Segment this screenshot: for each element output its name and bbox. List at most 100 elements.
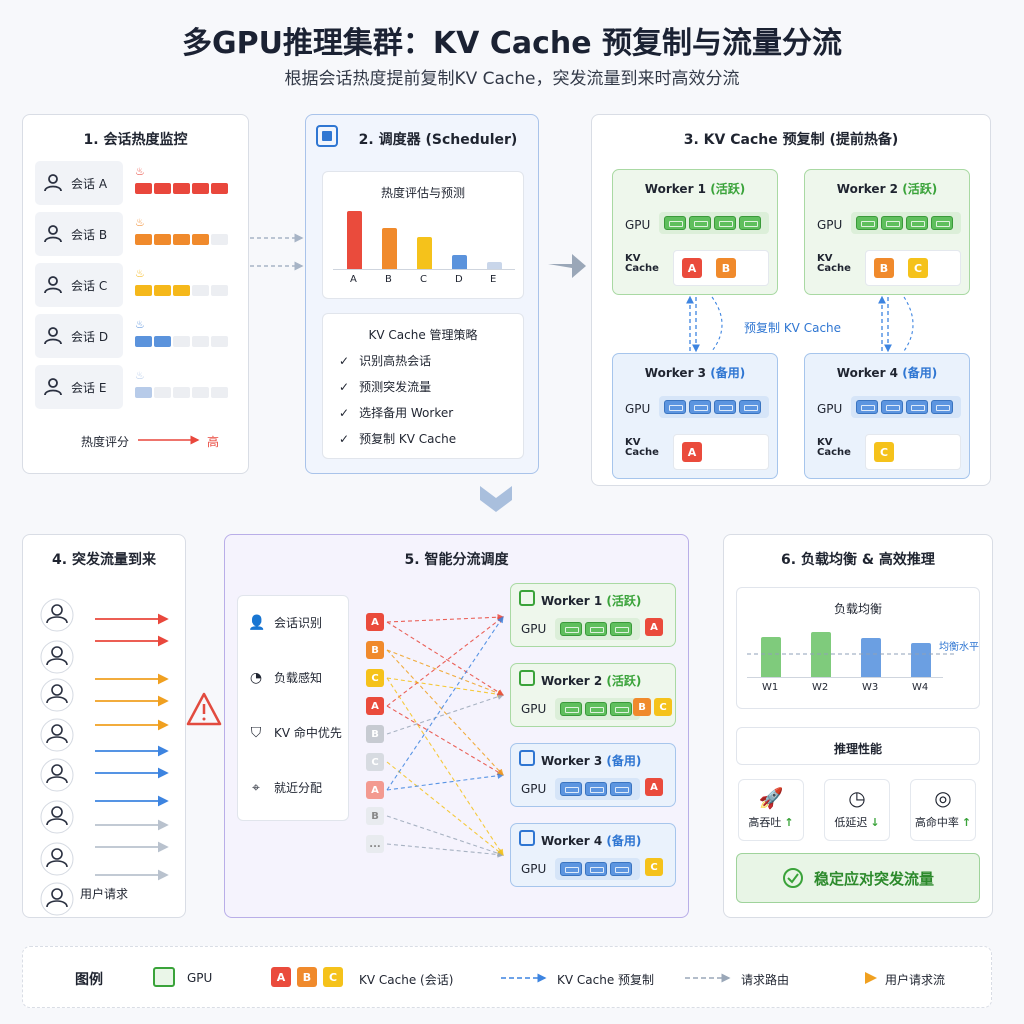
session-label: 会话 D: [71, 329, 109, 344]
heat-bar-C: [417, 236, 432, 269]
perf-title-box: 推理性能: [736, 727, 980, 765]
user-icon: [40, 758, 74, 792]
user-icon: [44, 224, 62, 242]
session-item: 会话 A: [35, 161, 123, 205]
gpu-chip-icon: [714, 400, 736, 414]
worker-state: (备用): [606, 754, 642, 768]
panel3-title: 3. KV Cache 预复制 (提前热备): [683, 132, 899, 148]
session-item: 会话 C: [35, 263, 123, 307]
kv-tag-A: A: [682, 442, 702, 462]
gpu-chip-icon: [560, 702, 582, 716]
legend-tag-C: C: [323, 967, 343, 987]
gpu-label: GPU: [817, 402, 843, 416]
check-icon: ✓: [339, 405, 350, 420]
user-icon: [44, 326, 62, 344]
routing-line: [386, 815, 505, 857]
bar-label: W1: [762, 682, 779, 693]
queue-request: ...: [366, 835, 384, 853]
gpu-label: GPU: [521, 622, 547, 636]
gauge-icon: ◔: [249, 669, 263, 686]
trend-arrow: ↑: [784, 816, 794, 829]
worker-state: (备用): [606, 834, 642, 848]
page-subtitle: 根据会话热度提前复制KV Cache，突发流量到来时高效分流: [284, 69, 740, 89]
heat-bar-D: [452, 255, 467, 269]
gpu-chip-icon: [856, 400, 878, 414]
user-icon: [44, 275, 62, 293]
check-icon: ✓: [339, 431, 350, 446]
panel2-title: 2. 调度器 (Scheduler): [358, 132, 518, 148]
queue-request: A: [366, 781, 384, 799]
kv-tag-B: B: [633, 698, 651, 716]
gpu-chip-icon: [519, 830, 535, 846]
user-icon: [40, 678, 74, 712]
flame-icon: ♨: [135, 165, 145, 178]
user-requests-label: 用户请求: [79, 887, 128, 901]
user-icon: 👤: [248, 614, 266, 631]
worker-state: (活跃): [710, 182, 746, 196]
gpu-chip-icon: [519, 590, 535, 606]
worker-state: (活跃): [902, 182, 938, 196]
user-icon: [40, 718, 74, 752]
routing-line: [386, 677, 504, 856]
gpu-chip-icon: [881, 400, 903, 414]
gpu-chip-icon: [610, 702, 632, 716]
kv-tag-B: B: [716, 258, 736, 278]
kv-cache-box: C: [865, 434, 961, 470]
gpu-chip-icon: [714, 216, 736, 230]
gpu-chip-icon: [610, 782, 632, 796]
gpu-chip-icon: [689, 400, 711, 414]
heat-bar: [135, 234, 228, 245]
session-label: 会话 A: [71, 176, 108, 191]
perf-metric: ◎高命中率↑: [910, 779, 976, 841]
gpu-chip-icon: [560, 782, 582, 796]
strategy-item: ✓预测突发流量: [339, 379, 432, 395]
load-bar-W2: [811, 632, 831, 677]
kv-cache-box: A: [673, 434, 769, 470]
panel-burst-traffic: 4. 突发流量到来 用户请求: [22, 534, 186, 918]
gpu-chip-icon: [856, 216, 878, 230]
check-icon: ✓: [339, 379, 350, 394]
session-label: 会话 E: [71, 380, 107, 395]
panel-session-heat: 1. 会话热度监控 会话 A♨会话 B♨会话 C♨会话 D♨会话 E♨ 热度评分…: [22, 114, 249, 474]
replicate-label: 预复制 KV Cache: [744, 321, 842, 335]
kv-tag-B: B: [874, 258, 894, 278]
check-icon: ✓: [339, 353, 350, 368]
gpu-label: GPU: [625, 402, 651, 416]
clock-icon: ◷: [848, 786, 866, 810]
user-icon: [44, 377, 62, 395]
load-bar-W3: [861, 637, 881, 677]
heat-bar-B: [382, 228, 397, 269]
gpu-chip-icon: [931, 216, 953, 230]
heat-score-high: 高: [207, 435, 220, 449]
gpu-label: GPU: [521, 862, 547, 876]
heat-bar-A: [347, 211, 362, 269]
routing-line: [386, 649, 504, 776]
kv-tag-C: C: [645, 858, 663, 876]
heat-bar: [135, 183, 228, 194]
check-shield-icon: ⛉: [250, 724, 262, 741]
gpu-label: GPU: [625, 218, 651, 232]
queue-request: C: [366, 753, 384, 771]
worker-state: (备用): [710, 366, 746, 380]
heat-bar: [135, 387, 228, 398]
routing-line: [386, 613, 505, 623]
gpu-chips: [555, 858, 640, 880]
stable-banner: 稳定应对突发流量: [736, 853, 980, 903]
legend-gpu: GPU: [187, 971, 213, 985]
gpu-chip-icon: [585, 782, 607, 796]
kv-tag-A: A: [682, 258, 702, 278]
load-bar-W4: [911, 643, 931, 677]
gpu-chip-icon: [585, 702, 607, 716]
cpu-icon: [316, 125, 338, 147]
kv-tag-C: C: [654, 698, 672, 716]
legend-userflow: 用户请求流: [885, 973, 946, 987]
kv-tag-C: C: [908, 258, 928, 278]
user-icon: [40, 842, 74, 876]
check-circle-icon: [782, 868, 803, 888]
